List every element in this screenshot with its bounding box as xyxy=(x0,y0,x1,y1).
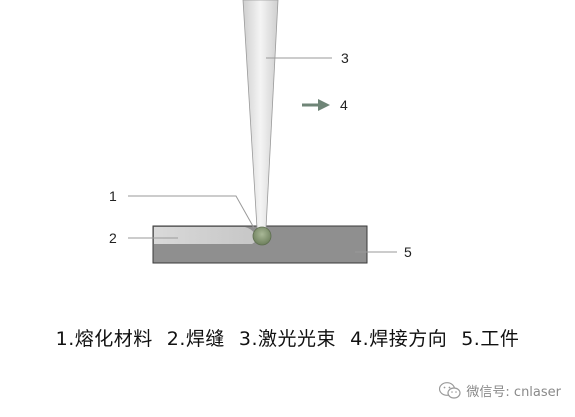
callout-2: 2 xyxy=(109,230,117,246)
legend-item-weld-seam: 2.焊缝 xyxy=(166,328,225,350)
weld-seam xyxy=(154,227,258,244)
callout-1: 1 xyxy=(109,188,117,204)
wechat-icon xyxy=(439,382,462,399)
watermark: 微信号: cnlaser xyxy=(439,381,561,400)
leader-line-1 xyxy=(128,195,255,229)
legend-item-laser-beam: 3.激光光束 xyxy=(238,328,337,350)
legend-item-welding-direction: 4.焊接方向 xyxy=(350,328,448,350)
callout-5: 5 xyxy=(404,244,412,260)
legend: 1.熔化材料 2.焊缝 3.激光光束 4.焊接方向 5.工件 xyxy=(0,324,575,351)
welding-direction-arrow xyxy=(302,99,330,111)
laser-beam xyxy=(242,0,279,229)
legend-item-melted-material: 1.熔化材料 xyxy=(55,328,153,350)
legend-item-workpiece: 5.工件 xyxy=(461,328,520,350)
callout-3: 3 xyxy=(341,50,349,66)
melt-pool xyxy=(252,226,272,246)
watermark-text: 微信号: cnlaser xyxy=(466,385,561,400)
callout-4: 4 xyxy=(340,97,348,113)
